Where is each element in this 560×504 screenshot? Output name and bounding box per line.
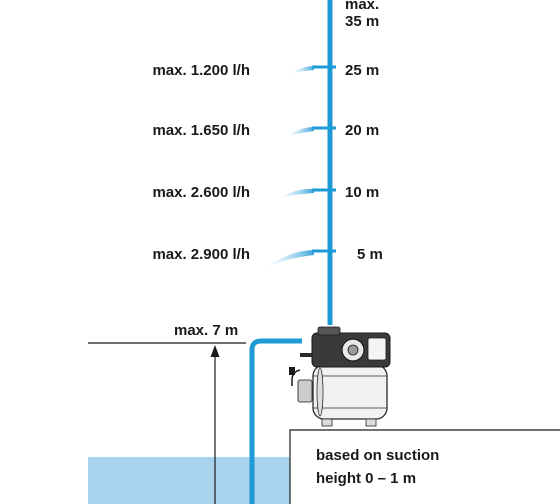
max-height-label-line2: 35 m xyxy=(345,13,380,30)
suction-max-label: max. 7 m xyxy=(174,322,239,339)
max-height-label-line1: max. xyxy=(345,0,380,13)
suction-note-line1: based on suction xyxy=(316,447,440,464)
water-reservoir xyxy=(88,457,290,504)
flow-rate-label: max. 1.650 l/h xyxy=(152,122,250,139)
water-spray-icon xyxy=(268,66,314,266)
flow-rate-label: max. 2.900 l/h xyxy=(152,246,250,263)
delivery-height-label: 10 m xyxy=(345,184,380,201)
flow-rate-label: max. 2.600 l/h xyxy=(152,184,250,201)
suction-note-line2: height 0 – 1 m xyxy=(316,470,417,487)
suction-arrow-head xyxy=(210,345,220,357)
delivery-height-label: 5 m xyxy=(357,246,383,263)
delivery-height-label: 25 m xyxy=(345,62,380,79)
flow-rate-label: max. 1.200 l/h xyxy=(152,62,250,79)
suction-pipe xyxy=(249,338,302,504)
height-ticks xyxy=(312,65,336,253)
pump-icon xyxy=(289,326,391,427)
ground-platform xyxy=(289,429,560,504)
delivery-height-label: 20 m xyxy=(345,122,380,139)
